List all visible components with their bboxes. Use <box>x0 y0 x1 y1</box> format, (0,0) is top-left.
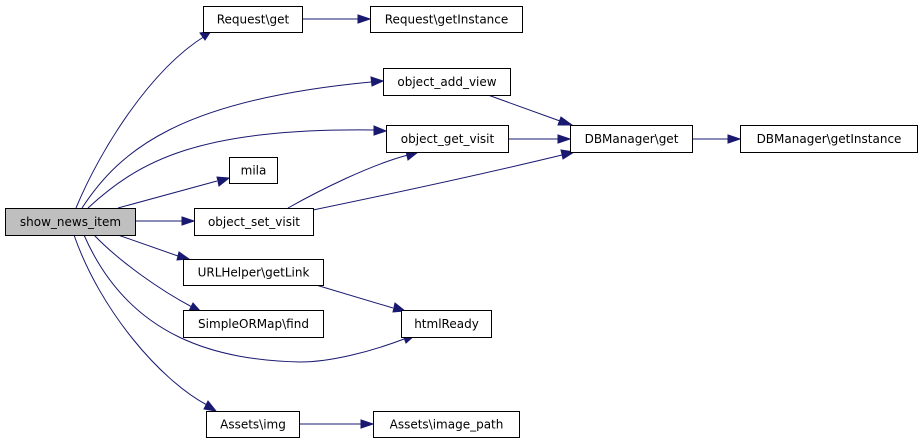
edge-line <box>315 284 394 309</box>
edge-line <box>117 234 179 257</box>
edge-line <box>487 94 561 122</box>
node-box[interactable] <box>206 411 300 438</box>
node-box[interactable] <box>373 411 520 438</box>
arrowhead-icon <box>216 176 231 187</box>
node-dbmanager-get[interactable]: DBManager\get <box>570 125 693 153</box>
node-label: object_set_visit <box>208 215 300 229</box>
node-object-get-visit[interactable]: object_get_visit <box>386 125 509 153</box>
edge-line <box>81 81 372 209</box>
node-label: DBManager\getInstance <box>757 132 902 146</box>
edge-show_news_item-to-object_set_visit <box>135 216 196 226</box>
edge-line <box>287 154 409 209</box>
node-label: object_add_view <box>397 75 496 89</box>
edge-dbmanager_get-to-dbmanager_getinstance <box>692 134 742 144</box>
edge-line <box>117 180 218 209</box>
node-urlhelper-getlink[interactable]: URLHelper\getLink <box>183 259 324 286</box>
node-object-set-visit[interactable]: object_set_visit <box>194 208 314 236</box>
node-box[interactable] <box>740 125 918 153</box>
edge-line <box>73 234 208 406</box>
edge-request_get-to-request_getinstance <box>302 14 372 24</box>
node-box[interactable] <box>229 157 278 184</box>
edge-show_news_item-to-htmlready <box>83 234 417 363</box>
node-assets-image-path[interactable]: Assets\image_path <box>373 411 520 438</box>
node-request-get[interactable]: Request\get <box>203 6 303 33</box>
edge-show_news_item-to-assets_img <box>73 234 218 412</box>
edge-line <box>93 234 193 308</box>
arrowhead-icon <box>370 76 385 87</box>
edges-layer <box>73 14 742 429</box>
node-box[interactable] <box>203 6 303 33</box>
edge-line <box>312 154 563 211</box>
arrowhead-icon <box>181 216 196 226</box>
arrowhead-icon <box>203 400 218 412</box>
node-box[interactable] <box>386 125 509 153</box>
edge-show_news_item-to-simpleormap_find <box>93 234 203 313</box>
arrowhead-icon <box>373 125 388 136</box>
node-mila[interactable]: mila <box>229 157 278 184</box>
arrowhead-icon <box>392 302 407 313</box>
node-label: SimpleORMap\find <box>198 317 309 331</box>
arrowhead-icon <box>557 116 574 126</box>
edge-object_get_visit-to-dbmanager_get <box>508 134 572 144</box>
node-label: Request\get <box>217 13 290 27</box>
node-label: object_get_visit <box>401 132 495 146</box>
edge-show_news_item-to-object_add_view <box>81 76 385 209</box>
arrowhead-icon <box>360 419 375 429</box>
node-label: htmlReady <box>414 317 479 331</box>
node-request-getinstance[interactable]: Request\getInstance <box>370 6 523 33</box>
edge-object_set_visit-to-dbmanager_get <box>312 149 576 211</box>
node-box[interactable] <box>383 68 511 96</box>
node-label: Assets\img <box>220 418 286 432</box>
edge-object_set_visit-to-object_get_visit <box>287 150 420 209</box>
edge-show_news_item-to-request_get <box>75 30 213 209</box>
node-box[interactable] <box>5 208 136 236</box>
node-label: DBManager\get <box>585 132 679 146</box>
arrowhead-icon <box>176 251 191 261</box>
edge-urlhelper_getlink-to-htmlready <box>315 284 407 313</box>
edge-line <box>83 234 405 363</box>
node-show-news-item[interactable]: show_news_item <box>5 208 136 236</box>
edge-object_add_view-to-dbmanager_get <box>487 94 574 126</box>
node-box[interactable] <box>570 125 693 153</box>
node-simpleormap-find[interactable]: SimpleORMap\find <box>183 310 324 338</box>
edge-line <box>87 129 375 209</box>
edge-assets_img-to-assets_image_path <box>299 419 375 429</box>
arrowhead-icon <box>727 134 742 144</box>
node-box[interactable] <box>183 310 324 338</box>
node-label: Assets\image_path <box>390 418 504 432</box>
node-label: Request\getInstance <box>385 13 509 27</box>
node-label: show_news_item <box>20 215 121 229</box>
node-box[interactable] <box>183 259 324 286</box>
edge-show_news_item-to-mila <box>117 176 231 209</box>
node-object-add-view[interactable]: object_add_view <box>383 68 511 96</box>
arrowhead-icon <box>357 14 372 24</box>
node-dbmanager-getinstance[interactable]: DBManager\getInstance <box>740 125 918 153</box>
node-assets-img[interactable]: Assets\img <box>206 411 300 438</box>
node-box[interactable] <box>401 310 492 338</box>
edge-show_news_item-to-object_get_visit <box>87 125 388 209</box>
edge-line <box>75 35 206 209</box>
node-htmlready[interactable]: htmlReady <box>401 310 492 338</box>
node-box[interactable] <box>194 208 314 236</box>
node-box[interactable] <box>370 6 523 33</box>
nodes-layer: show_news_item Request\get Request\getInst… <box>5 6 918 438</box>
node-label: URLHelper\getLink <box>198 266 310 280</box>
node-label: mila <box>241 164 267 178</box>
edge-show_news_item-to-urlhelper_getlink <box>117 234 191 261</box>
arrowhead-icon <box>557 134 572 144</box>
